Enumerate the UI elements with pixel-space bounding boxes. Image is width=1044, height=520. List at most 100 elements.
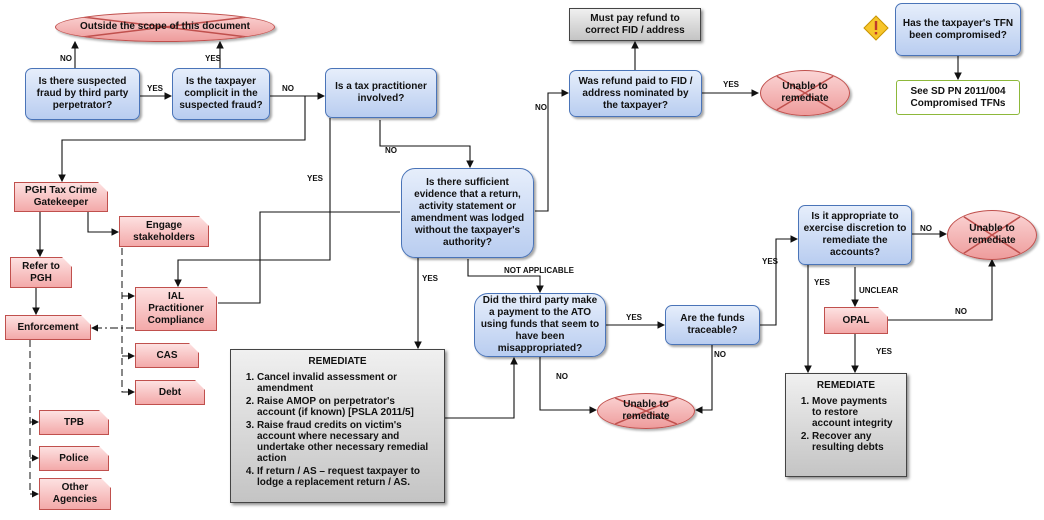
connector-label: NO: [535, 103, 547, 112]
pgh-gatekeeper-box: PGH Tax Crime Gatekeeper: [14, 182, 108, 212]
connector: [445, 356, 518, 419]
ial-practitioner-box: IAL Practitioner Compliance: [135, 287, 217, 331]
engage-stakeholders-box: Engage stakeholders: [119, 216, 209, 247]
connector-label: NO: [60, 54, 72, 63]
taxpayer-complicit-decision: Is the taxpayer complicit in the suspect…: [172, 68, 270, 120]
other-agencies-text: Other Agencies: [52, 482, 98, 505]
tax-practitioner-text: Is a tax practitioner involved?: [335, 81, 427, 104]
connector: [535, 89, 570, 212]
connector: [174, 118, 331, 288]
remediate-right-item: Move payments to restore account integri…: [812, 396, 898, 429]
refund-paid-decision: Was refund paid to FID / address nominat…: [569, 70, 702, 117]
connector: [218, 211, 400, 304]
connector: [694, 345, 713, 414]
connector-label: NO: [955, 307, 967, 316]
connector-label: NO: [556, 372, 568, 381]
cross-out-icon: [761, 71, 849, 115]
refer-pgh-text: Refer to PGH: [22, 260, 60, 284]
remediate-main-box: REMEDIATE Cancel invalid assessment or a…: [230, 349, 445, 503]
connector-label: NO: [714, 350, 726, 359]
tax-practitioner-decision: Is a tax practitioner involved?: [325, 68, 437, 118]
funds-traceable-decision: Are the funds traceable?: [665, 305, 760, 345]
must-pay-refund-box: Must pay refund to correct FID / address: [569, 8, 701, 41]
tpb-box: TPB: [39, 410, 109, 435]
unable-remediate-2-terminal: Unable to remediate: [947, 210, 1037, 260]
connector-label: UNCLEAR: [859, 286, 899, 295]
warning-icon: [863, 15, 889, 41]
cross-out-icon: [56, 13, 274, 41]
unable-remediate-3-terminal: Unable to remediate: [597, 393, 695, 429]
connector: [888, 258, 996, 321]
unable-remediate-3-text: Unable to remediate: [622, 399, 670, 422]
connector: [379, 120, 474, 169]
suspected-fraud-text: Is there suspected fraud by third party …: [36, 76, 129, 111]
remediate-main-item: If return / AS – request taxpayer to lod…: [257, 466, 436, 488]
unable-remediate-1-terminal: Unable to remediate: [760, 70, 850, 116]
cas-text: CAS: [156, 349, 178, 361]
appropriate-discretion-text: Is it appropriate to exercise discretion…: [803, 211, 907, 258]
connector-label: YES: [422, 274, 439, 283]
connector: [29, 340, 39, 498]
remediate-main-item: Raise AMOP on perpetrator's account (if …: [257, 396, 436, 418]
connector: [760, 235, 799, 326]
connector-label: NO: [385, 146, 397, 155]
outside-scope-terminal: Outside the scope of this document: [55, 12, 275, 42]
remediate-right-box: REMEDIATE Move payments to restore accou…: [785, 373, 907, 477]
funds-traceable-text: Are the funds traceable?: [680, 313, 745, 336]
connector: [87, 212, 120, 236]
connector-label: YES: [307, 174, 324, 183]
other-agencies-box: Other Agencies: [39, 478, 111, 510]
connector-label: YES: [723, 80, 740, 89]
connector-label: YES: [147, 84, 164, 93]
connector: [121, 248, 135, 396]
connector-label: YES: [876, 347, 893, 356]
debt-box: Debt: [135, 380, 205, 405]
police-box: Police: [39, 446, 109, 471]
engage-stakeholders-text: Engage stakeholders: [133, 219, 195, 243]
remediate-right-list: Move payments to restore account integri…: [794, 396, 898, 453]
taxpayer-complicit-text: Is the taxpayer complicit in the suspect…: [179, 76, 263, 111]
opal-box: OPAL: [824, 307, 888, 334]
connector: [58, 96, 306, 183]
sufficient-evidence-decision: Is there sufficient evidence that a retu…: [401, 168, 534, 258]
see-sd-pn-reference: See SD PN 2011/004 Compromised TFNs: [896, 80, 1020, 115]
must-pay-refund-text: Must pay refund to correct FID / address: [585, 12, 685, 36]
refer-pgh-box: Refer to PGH: [10, 257, 72, 288]
connector-label: NOT APPLICABLE: [504, 266, 574, 275]
cross-out-icon: [598, 394, 694, 428]
third-party-payment-text: Did the third party make a payment to th…: [480, 295, 600, 354]
connector-label: YES: [205, 54, 222, 63]
connector-label: YES: [626, 313, 643, 322]
suspected-fraud-decision: Is there suspected fraud by third party …: [25, 68, 140, 120]
tpb-text: TPB: [64, 416, 84, 428]
police-text: Police: [59, 452, 89, 464]
tfn-compromised-text: Has the taxpayer's TFN been compromised?: [902, 17, 1014, 41]
third-party-payment-decision: Did the third party make a payment to th…: [474, 293, 606, 357]
refund-paid-text: Was refund paid to FID / address nominat…: [578, 75, 693, 111]
pgh-gatekeeper-text: PGH Tax Crime Gatekeeper: [24, 185, 98, 208]
connector-label: YES: [762, 257, 779, 266]
see-sd-pn-text: See SD PN 2011/004 Compromised TFNs: [910, 85, 1006, 109]
tfn-compromised-decision: Has the taxpayer's TFN been compromised?: [895, 3, 1021, 56]
appropriate-discretion-decision: Is it appropriate to exercise discretion…: [798, 205, 912, 265]
outside-scope-text: Outside the scope of this document: [79, 21, 250, 32]
connector: [467, 259, 544, 294]
remediate-right-title: REMEDIATE: [816, 380, 876, 391]
debt-text: Debt: [158, 386, 182, 398]
enforcement-box: Enforcement: [5, 315, 91, 340]
cross-out-icon: [948, 211, 1036, 259]
enforcement-text: Enforcement: [17, 321, 79, 333]
cas-box: CAS: [135, 343, 199, 368]
remediate-main-item: Raise fraud credits on victim's account …: [257, 420, 436, 464]
connector-label: NO: [282, 84, 294, 93]
opal-text: OPAL: [842, 314, 870, 326]
remediate-right-item: Recover any resulting debts: [812, 431, 898, 453]
connector-label: YES: [814, 278, 831, 287]
ial-practitioner-text: IAL Practitioner Compliance: [147, 291, 205, 326]
sufficient-evidence-text: Is there sufficient evidence that a retu…: [410, 177, 525, 248]
unable-remediate-2-text: Unable to remediate: [968, 223, 1016, 246]
connector-label: NO: [920, 224, 932, 233]
remediate-main-item: Cancel invalid assessment or amendment: [257, 372, 436, 394]
